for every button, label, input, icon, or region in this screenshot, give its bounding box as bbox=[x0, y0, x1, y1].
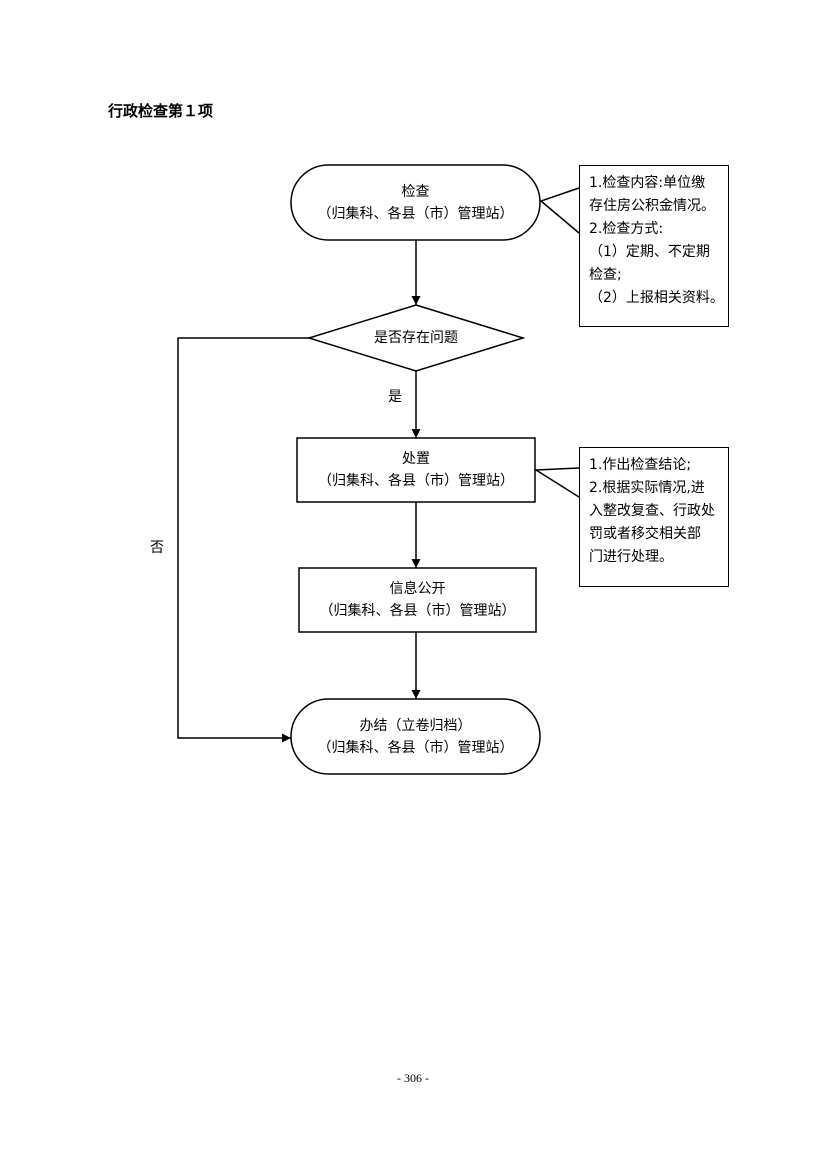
handle-note-line: 入整改复查、行政处 bbox=[589, 503, 715, 519]
inspect-note-connector bbox=[539, 187, 580, 234]
handle-node-title: 处置 bbox=[402, 451, 430, 467]
edge-label-no: 否 bbox=[150, 540, 164, 556]
publish-node-title: 信息公开 bbox=[389, 581, 446, 597]
inspect-node-dept: （归集科、各县（市）管理站） bbox=[317, 205, 514, 222]
inspect-node-title: 检查 bbox=[401, 183, 430, 200]
inspect-note: 1.检查内容:单位缴 存住房公积金情况。 2.检查方式: （1）定期、不定期 检… bbox=[579, 165, 729, 327]
decision-node: 是否存在问题 bbox=[330, 322, 502, 354]
close-node: 办结（立卷归档） （归集科、各县（市）管理站） bbox=[291, 699, 540, 774]
handle-node-dept: （归集科、各县（市）管理站） bbox=[318, 473, 514, 489]
inspect-note-line: 检查; bbox=[589, 267, 622, 283]
handle-note-line: 罚或者移交相关部 bbox=[589, 526, 701, 542]
close-node-title: 办结（立卷归档） bbox=[359, 717, 472, 734]
handle-note-line: 2.根据实际情况,进 bbox=[589, 480, 705, 496]
publish-node: 信息公开 （归集科、各县（市）管理站） bbox=[299, 568, 536, 632]
inspect-note-line: 2.检查方式: bbox=[589, 221, 664, 237]
decision-node-text: 是否存在问题 bbox=[374, 330, 458, 346]
page-title: 行政检查第１项 bbox=[108, 102, 214, 120]
handle-note-connector bbox=[533, 467, 580, 498]
inspect-note-line: （1）定期、不定期 bbox=[589, 244, 710, 260]
close-node-dept: （归集科、各县（市）管理站） bbox=[317, 739, 514, 756]
edge-decision-no-to-close bbox=[177, 337, 309, 743]
handle-note: 1.作出检查结论; 2.根据实际情况,进 入整改复查、行政处 罚或者移交相关部 … bbox=[579, 447, 729, 587]
inspect-node: 检查 （归集科、各县（市）管理站） bbox=[291, 165, 540, 240]
publish-node-shape bbox=[298, 567, 537, 633]
handle-node: 处置 （归集科、各县（市）管理站） bbox=[297, 438, 535, 502]
handle-note-line: 门进行处理。 bbox=[589, 549, 673, 565]
page-number: - 306 - bbox=[397, 1071, 429, 1085]
inspect-note-line: （2）上报相关资料。 bbox=[589, 290, 724, 306]
inspect-note-line: 存住房公积金情况。 bbox=[589, 198, 715, 214]
inspect-note-line: 1.检查内容:单位缴 bbox=[589, 175, 706, 191]
edge-label-yes: 是 bbox=[388, 389, 402, 405]
handle-note-line: 1.作出检查结论; bbox=[589, 457, 692, 473]
publish-node-dept: （归集科、各县（市）管理站） bbox=[319, 603, 516, 619]
